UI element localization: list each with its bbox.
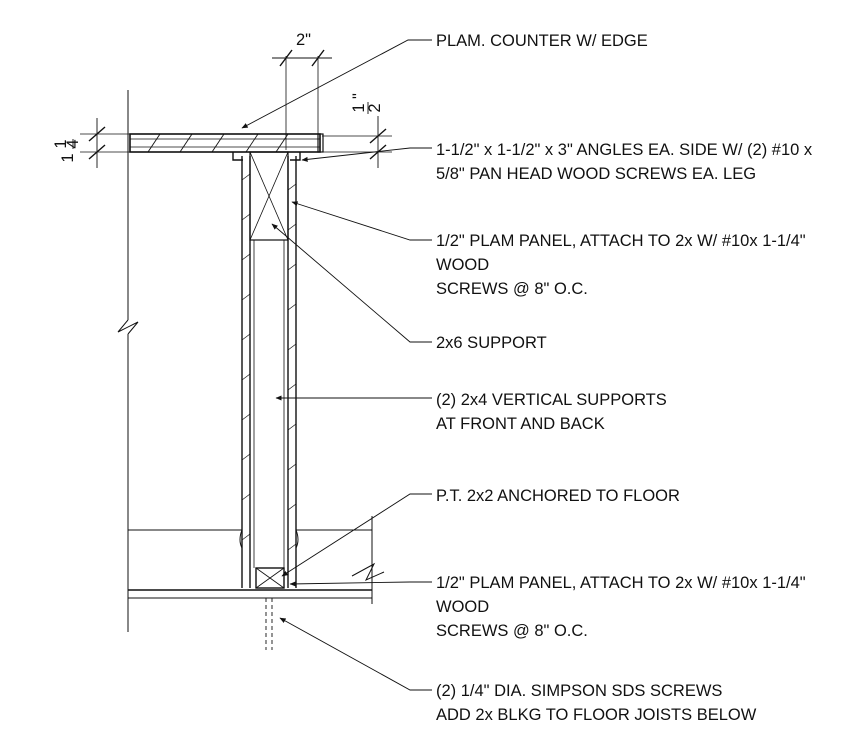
2x6-support	[249, 151, 289, 241]
callout-panel-top-line3: SCREWS @ 8" O.C.	[436, 280, 588, 298]
callout-labels: PLAM. COUNTER W/ EDGE 1-1/2" x 1-1/2" x …	[436, 32, 813, 724]
dimension-1-1-4: 4 1 1	[52, 118, 130, 168]
callout-angles-line1: 1-1/2" x 1-1/2" x 3" ANGLES EA. SIDE W/ …	[436, 141, 813, 159]
callout-2x6-support: 2x6 SUPPORT	[436, 334, 547, 352]
dim-2in-text: 2"	[296, 31, 311, 49]
floor-assembly	[128, 516, 385, 650]
vertical-2x4-supports	[253, 240, 285, 568]
angles	[232, 152, 301, 161]
callout-plam-counter: PLAM. COUNTER W/ EDGE	[436, 32, 648, 50]
countertop	[129, 133, 324, 153]
callout-sds-screws-line1: (2) 1/4" DIA. SIMPSON SDS SCREWS	[436, 682, 722, 700]
right-panel	[287, 156, 297, 588]
callout-pt-2x2: P.T. 2x2 ANCHORED TO FLOOR	[436, 487, 680, 505]
wall-line	[117, 90, 139, 632]
dim-1-2-num: 1	[350, 103, 368, 112]
callout-angles-line2: 5/8" PAN HEAD WOOD SCREWS EA. LEG	[436, 165, 756, 183]
callout-panel-bottom-line1: 1/2" PLAM PANEL, ATTACH TO 2x W/ #10x 1-…	[436, 574, 806, 592]
leader-lines	[241, 39, 432, 691]
dim-1-1-4-whole: 1	[59, 153, 77, 162]
callout-vertical-supports-line2: AT FRONT AND BACK	[436, 415, 605, 433]
callout-panel-top-line1: 1/2" PLAM PANEL, ATTACH TO 2x W/ #10x 1-…	[436, 232, 806, 250]
callout-vertical-supports-line1: (2) 2x4 VERTICAL SUPPORTS	[436, 391, 667, 409]
dim-1-2-den: 2	[366, 103, 384, 112]
callout-panel-bottom-line3: SCREWS @ 8" O.C.	[436, 622, 588, 640]
dimension-2in: 2"	[272, 31, 332, 150]
callout-panel-bottom-line2: WOOD	[436, 598, 489, 616]
dimension-1-2: 1 2 "	[322, 93, 392, 168]
left-panel	[241, 156, 251, 588]
dim-1-2-inch: "	[350, 93, 368, 99]
callout-sds-screws-line2: ADD 2x BLKG TO FLOOR JOISTS BELOW	[436, 706, 757, 724]
callout-panel-top-line2: WOOD	[436, 256, 489, 274]
dim-1-1-4-num: 1	[52, 139, 70, 148]
